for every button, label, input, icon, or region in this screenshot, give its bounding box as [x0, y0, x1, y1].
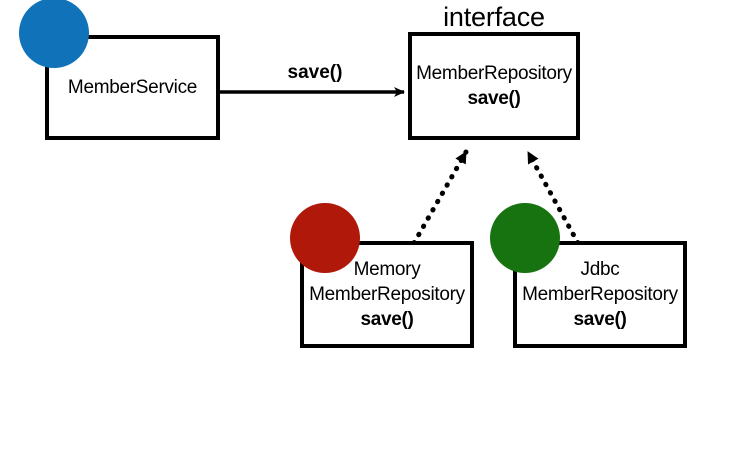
- node-memory-member-repository-line2: MemberRepository: [309, 284, 465, 305]
- node-member-repository[interactable]: MemberRepository save(): [408, 32, 580, 140]
- node-jdbc-member-repository-line1: Jdbc: [580, 259, 620, 280]
- node-memory-member-repository-line1: Memory: [353, 259, 421, 280]
- node-jdbc-member-repository[interactable]: Jdbc MemberRepository save(): [513, 241, 687, 348]
- red-blob: [290, 203, 360, 273]
- edge-realize-jdbc: [525, 149, 581, 246]
- node-memory-member-repository-line3: save(): [360, 309, 414, 330]
- node-jdbc-member-repository-line2: MemberRepository: [522, 284, 678, 305]
- node-member-service-line1: MemberService: [67, 77, 198, 98]
- edge-realize-memory: [411, 149, 469, 246]
- green-blob: [490, 203, 560, 273]
- interface-stereotype-label: interface: [443, 2, 545, 32]
- blue-blob: [19, 0, 89, 68]
- node-jdbc-member-repository-line3: save(): [573, 309, 627, 330]
- node-member-repository-line2: save(): [467, 88, 521, 109]
- edge-label-save-call: save(): [287, 62, 343, 83]
- node-member-repository-line1: MemberRepository: [416, 63, 572, 84]
